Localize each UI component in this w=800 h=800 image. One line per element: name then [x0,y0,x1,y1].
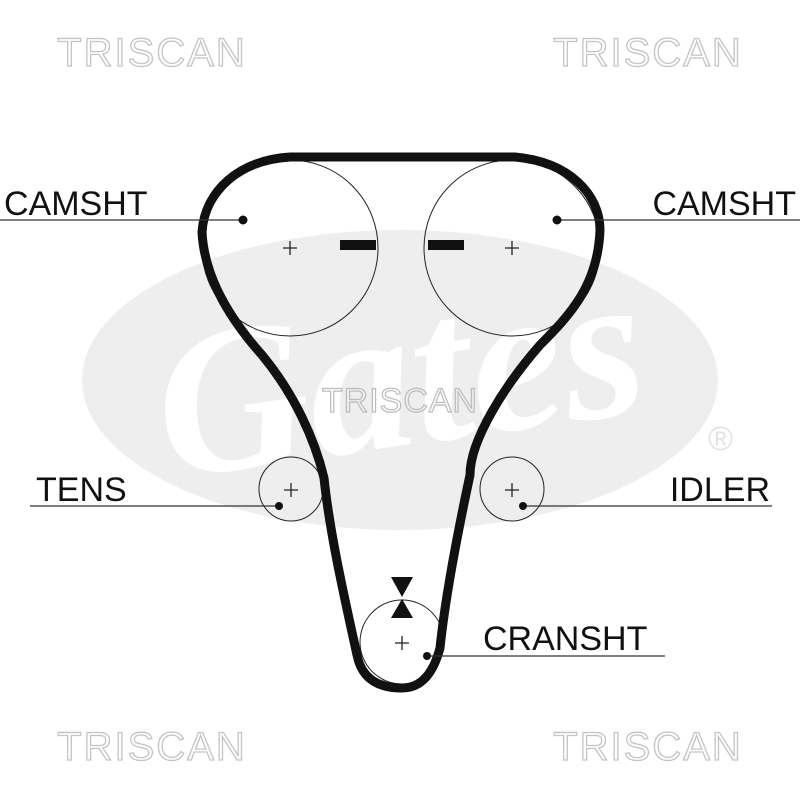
label-camshaft-left: CAMSHT [4,185,148,223]
watermark-top-right: TRISCAN [553,31,743,75]
timing-triangle-down-icon [391,577,413,597]
watermarks: TRISCAN TRISCAN TRISCAN TRISCAN TRISCAN [57,30,743,769]
watermark-bottom-left: TRISCAN [57,725,247,769]
registered-mark: ® [708,420,733,458]
camshaft-right-center-mark [505,241,519,255]
brand-logo: Gates ® [82,226,733,530]
camshaft-right-dot [552,215,562,225]
tensioner-center-mark [284,483,298,497]
camshaft-left-dot [238,215,248,225]
watermark-top-left: TRISCAN [57,31,247,75]
watermark-bottom-right: TRISCAN [553,725,743,769]
logo-ellipse [82,230,718,530]
timing-triangle-up-icon [391,599,413,618]
center-marks [283,241,519,650]
idler-center-mark [505,483,519,497]
crankshaft-center-mark [395,636,409,650]
tensioner-dot [275,502,283,510]
label-idler: IDLER [670,471,770,509]
crankshaft-timing-mark [391,577,413,618]
crankshaft-dot [423,652,431,660]
label-crankshaft: CRANSHT [483,620,647,658]
timing-belt [197,152,605,693]
idler-dot [519,502,527,510]
label-camshaft-right: CAMSHT [652,185,796,223]
camshaft-left-center-mark [283,241,297,255]
camshaft-right-timing-mark [428,240,464,250]
camshaft-left-timing-mark [340,240,376,250]
labels: CAMSHT CAMSHT TENS IDLER CRANSHT [4,185,796,658]
reference-dots [238,215,562,660]
watermark-center: TRISCAN [322,382,478,420]
idler-pulley [479,456,545,522]
leader-lines [0,219,800,657]
label-tensioner: TENS [36,471,127,509]
